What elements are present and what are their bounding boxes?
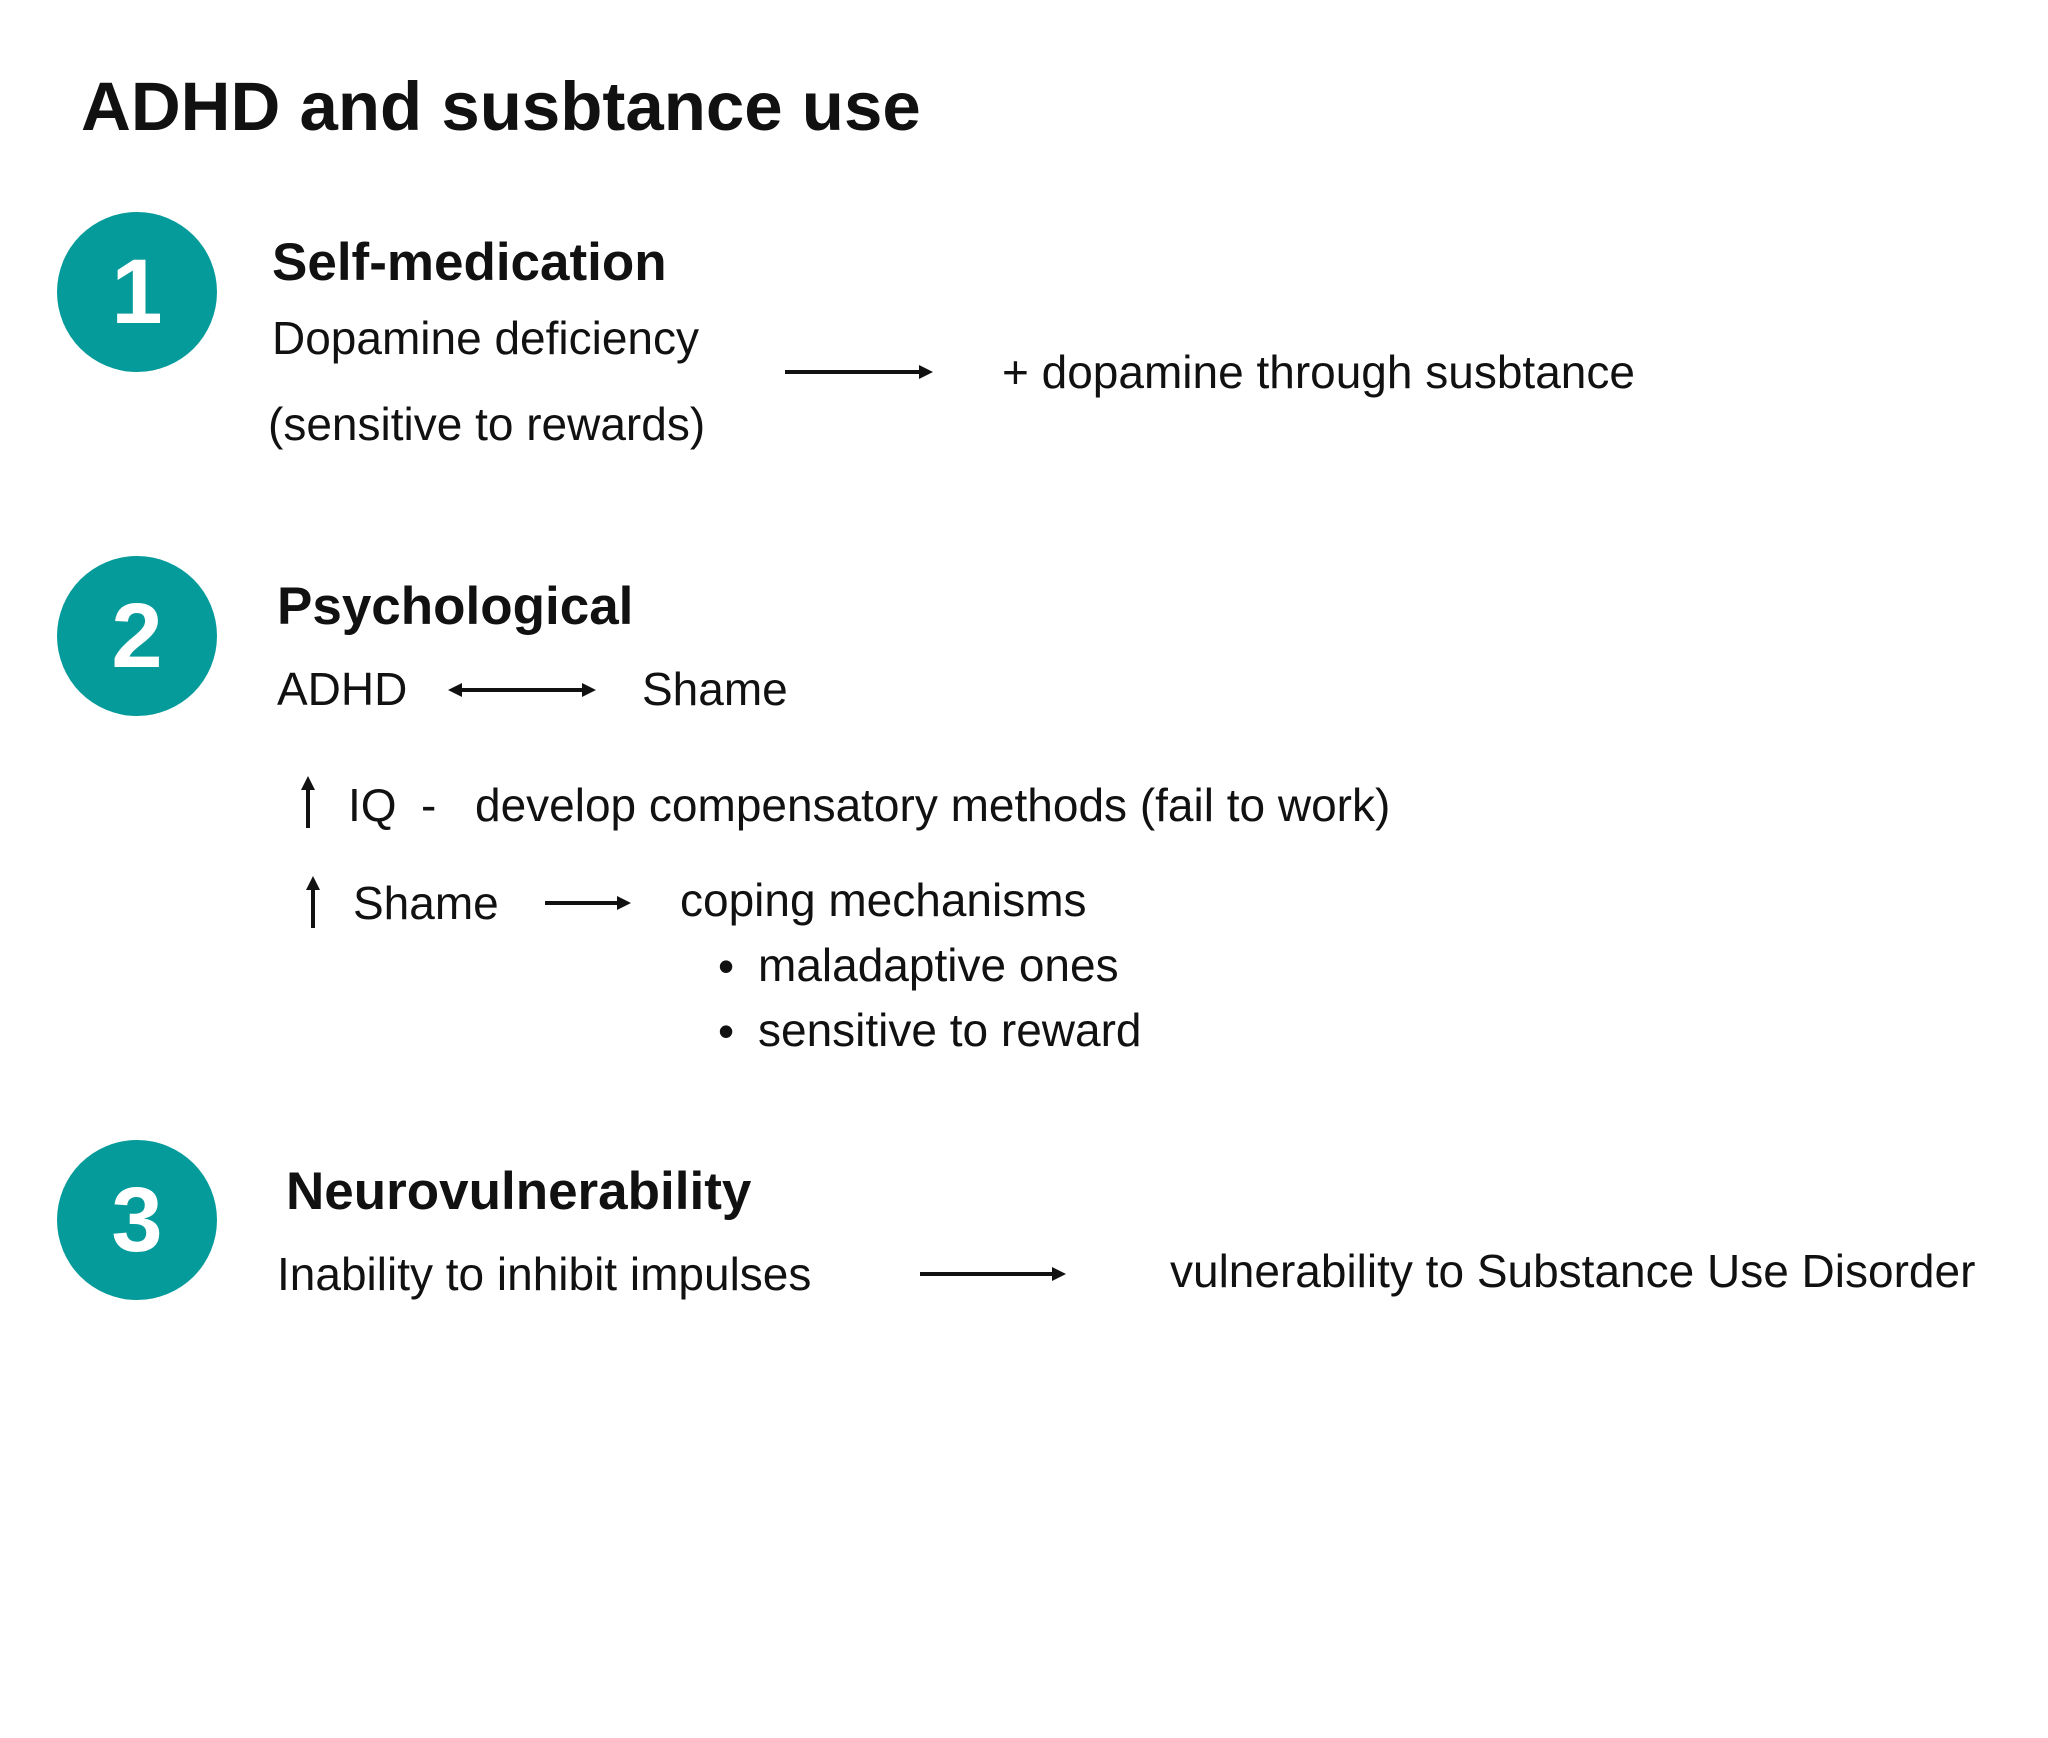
section-2-iq-text: develop compensatory methods (fail to wo… [475,779,1391,831]
section-1-heading: Self-medication [272,233,667,292]
section-2-bullet-item: maladaptive ones [758,939,1119,991]
section-1-number-badge: 1 [57,212,217,372]
arrow-right-icon [545,896,631,910]
section-2-shame-cause: Shame [353,877,499,929]
section-2-shame-label: Shame [642,663,788,715]
section-1-left-line1: Dopamine deficiency [272,312,700,364]
section-2-iq-label: IQ [348,779,397,831]
section-3-right-text: vulnerability to Substance Use Disorder [1170,1245,1976,1297]
section-1-right-text: + dopamine through susbtance [1002,346,1635,398]
section-2-heading: Psychological [277,577,634,636]
bullet-icon: • [718,940,735,992]
section-2-bullet-item: sensitive to reward [758,1004,1142,1056]
page-title: ADHD and susbtance use [81,68,921,145]
section-1-left-line2: (sensitive to rewards) [268,398,706,450]
arrow-right-icon [920,1267,1066,1281]
arrow-right-icon [785,365,933,379]
arrow-up-icon [301,776,315,828]
section-2-adhd-label: ADHD [277,663,408,715]
section-3-number-badge: 3 [57,1140,217,1300]
section-2-number-badge: 2 [57,556,217,716]
arrow-up-icon [306,876,320,928]
section-2-iq-dash: - [421,779,437,831]
section-2-coping-text: coping mechanisms [680,874,1087,926]
arrow-left-right-icon [448,683,596,697]
section-3-left-text: Inability to inhibit impulses [277,1248,812,1300]
section-3-heading: Neurovulnerability [286,1162,752,1221]
bullet-icon: • [718,1005,735,1057]
